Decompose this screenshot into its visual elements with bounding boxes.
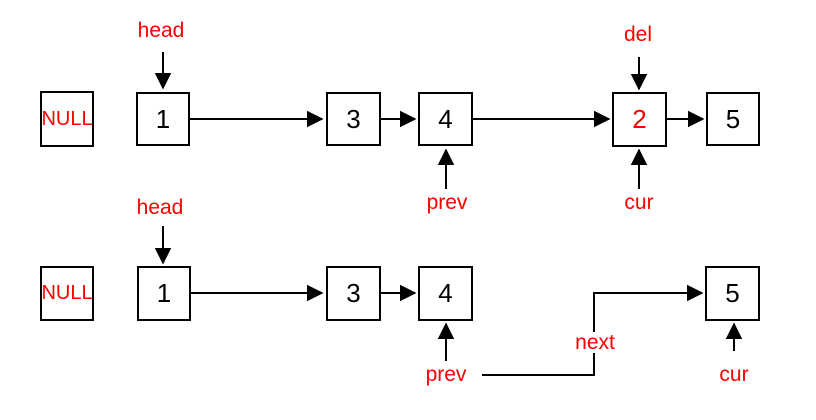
top-node-5: 5	[706, 92, 760, 146]
bottom-null-box: NULL	[40, 266, 94, 321]
top-null-box: NULL	[40, 91, 94, 147]
bottom-node-4: 4	[418, 266, 473, 321]
top-prev-label: prev	[426, 191, 468, 214]
bottom-head-label: head	[136, 196, 184, 219]
bottom-cur-label: cur	[719, 363, 749, 386]
top-node-4: 4	[418, 92, 473, 146]
bottom-next-label: next	[572, 332, 618, 353]
top-del-label: del	[623, 23, 653, 46]
top-node-3: 3	[326, 92, 381, 146]
top-cur-label: cur	[624, 191, 654, 214]
bottom-node-1: 1	[137, 266, 191, 321]
top-head-label: head	[137, 19, 185, 42]
top-node-1: 1	[136, 92, 190, 146]
bottom-node-5: 5	[705, 266, 760, 321]
bottom-prev-label: prev	[425, 363, 467, 386]
bottom-node-3: 3	[326, 266, 381, 321]
top-node-2-deleted: 2	[612, 92, 667, 147]
